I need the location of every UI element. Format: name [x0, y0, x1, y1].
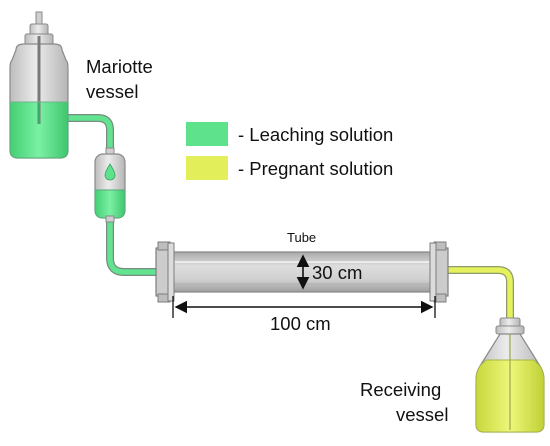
- green-pipe: [58, 114, 162, 276]
- diameter-label: 30 cm: [312, 262, 362, 283]
- receiving-label-line1: Receiving: [360, 379, 441, 400]
- legend-swatch-pregnant: [186, 156, 228, 180]
- drip-chamber: [94, 147, 126, 223]
- mariotte-label-line2: vessel: [86, 81, 138, 102]
- legend-swatch-leaching: [186, 122, 228, 146]
- mariotte-vessel: [9, 11, 69, 159]
- tube-label: Tube: [287, 230, 316, 245]
- length-label: 100 cm: [270, 313, 331, 334]
- legend: - Leaching solution - Pregnant solution: [186, 122, 393, 180]
- receiving-vessel: [475, 317, 545, 433]
- column-tube: [155, 241, 449, 303]
- legend-label-leaching: - Leaching solution: [238, 124, 393, 145]
- legend-label-pregnant: - Pregnant solution: [238, 158, 393, 179]
- yellow-pipe: [440, 266, 514, 322]
- length-dimension: [172, 296, 436, 318]
- mariotte-label-line1: Mariotte: [86, 56, 153, 77]
- receiving-label-line2: vessel: [396, 404, 448, 425]
